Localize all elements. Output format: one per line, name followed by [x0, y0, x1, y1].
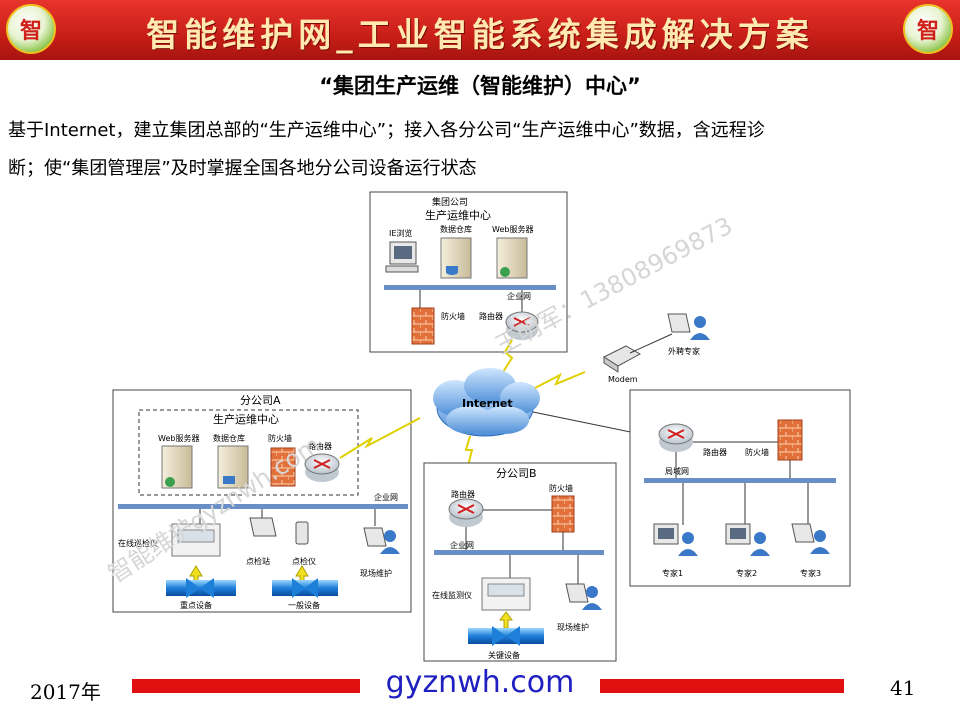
general-equipment-icon: [272, 578, 338, 598]
inspection-station-label: 点检站: [246, 556, 270, 566]
branch-a-warehouse-label: 数据仓库: [213, 433, 245, 443]
footer-bar-left: [132, 679, 360, 693]
hq-enterprise-net-label: 企业网: [507, 291, 531, 301]
branch-a-firewall-icon: [270, 447, 296, 487]
key-equipment-icon: [166, 578, 236, 598]
online-monitor-label: 在线监测仪: [432, 590, 472, 600]
online-monitor-icon: [481, 577, 531, 611]
experts-lan-label: 局域网: [665, 466, 689, 476]
external-expert-label: 外聘专家: [668, 346, 700, 356]
online-inspector-icon: [171, 523, 221, 557]
branch-a-center-frame: [138, 409, 359, 496]
header-banner: 智 智能维护网_工业智能系统集成解决方案 智: [0, 0, 960, 60]
inspection-station-icon: [249, 517, 277, 537]
branch-b-enterprise-net-label: 企业网: [450, 540, 474, 550]
hq-center-label: 生产运维中心: [425, 208, 491, 222]
slide-body: 基于Internet，建立集团总部的“生产运维中心”；接入各分公司“生产运维中心…: [8, 112, 953, 188]
footer-year: 2017年: [30, 680, 101, 704]
hq-ie-label: IE浏览: [389, 228, 412, 238]
branch-b-firewall-icon: [551, 495, 575, 533]
expert-2-icon: [725, 523, 770, 556]
branch-b-firewall-label: 防火墙: [549, 483, 573, 493]
experts-box: [629, 389, 851, 587]
slide-title: “集团生产运维（智能维护）中心”: [319, 74, 641, 98]
hq-warehouse-server-icon: [440, 237, 472, 279]
expert-1-label: 专家1: [662, 568, 683, 578]
experts-router-icon: [658, 423, 694, 452]
hq-warehouse-label: 数据仓库: [440, 224, 472, 234]
branch-a-enterprise-net-label: 企业网: [374, 492, 398, 502]
branch-b-router-icon: [448, 498, 484, 527]
branch-b-field-maintenance-icon: [565, 583, 602, 610]
expert-1-icon: [653, 523, 698, 556]
branch-a-router-icon: [304, 453, 340, 482]
internet-cloud: [433, 368, 540, 437]
experts-lan-bar: [644, 478, 836, 483]
internet-label: Internet: [462, 397, 513, 410]
logo-badge-right: 智: [903, 4, 953, 54]
branch-a-field-maintenance-label: 现场维护: [360, 568, 392, 578]
branch-a-web-label: Web服务器: [158, 433, 199, 443]
hq-company-label: 集团公司: [432, 196, 468, 208]
hq-link-bolt: [502, 339, 514, 373]
critical-equipment-icon: [468, 626, 544, 646]
critical-equipment-label: 关键设备: [488, 650, 520, 660]
branch-a-warehouse-icon: [217, 445, 249, 489]
hq-web-label: Web服务器: [492, 224, 533, 234]
hq-router-label: 路由器: [479, 311, 503, 321]
body-line-1: 基于Internet，建立集团总部的“生产运维中心”；接入各分公司“生产运维中心…: [8, 120, 765, 141]
hq-web-server-icon: [496, 237, 528, 279]
modem-icon: [602, 345, 642, 373]
inspector-device-icon: [295, 521, 309, 545]
branch-a-router-label: 路由器: [308, 441, 332, 451]
banner-title: 智能维护网_工业智能系统集成解决方案: [146, 15, 814, 54]
experts-firewall-label: 防火墙: [745, 447, 769, 457]
footer-bar-right: [600, 679, 844, 693]
branch-a-field-maintenance-icon: [363, 527, 400, 554]
key-equipment-label: 重点设备: [180, 600, 212, 610]
footer-site-link[interactable]: gyznwh.com: [385, 665, 575, 700]
body-line-2: 断；使“集团管理层”及时掌握全国各地分公司设备运行状态: [8, 158, 477, 179]
hq-enterprise-net-bar: [384, 285, 556, 290]
logo-badge-left: 智: [6, 4, 56, 54]
branch-b-field-maintenance-label: 现场维护: [557, 622, 589, 632]
hq-workstation-icon: [385, 241, 419, 273]
general-equipment-label: 一般设备: [288, 600, 320, 610]
experts-firewall-icon: [777, 419, 803, 461]
hq-firewall-icon: [411, 307, 435, 345]
branch-a-title: 分公司A: [240, 394, 281, 407]
online-inspector-label: 在线巡检仪: [118, 538, 158, 548]
expert-3-icon: [791, 523, 830, 554]
branch-a-firewall-label: 防火墙: [268, 433, 292, 443]
branch-b-enterprise-net-bar: [434, 550, 604, 555]
experts-router-label: 路由器: [703, 447, 727, 457]
expert-3-label: 专家3: [800, 568, 821, 578]
hq-router-icon: [505, 311, 539, 340]
hq-firewall-label: 防火墙: [441, 311, 465, 321]
branch-a-center-label: 生产运维中心: [213, 412, 279, 426]
external-expert-icon: [667, 313, 710, 340]
expert-2-label: 专家2: [736, 568, 757, 578]
branch-b-router-label: 路由器: [451, 489, 475, 499]
branch-b-title: 分公司B: [496, 467, 537, 480]
page-number: 41: [890, 676, 916, 700]
modem-label: Modem: [608, 375, 638, 384]
inspector-device-label: 点检仪: [292, 556, 316, 566]
branch-a-box: [112, 389, 412, 613]
branch-a-enterprise-net-bar: [118, 504, 408, 509]
branch-a-web-server-icon: [161, 445, 193, 489]
